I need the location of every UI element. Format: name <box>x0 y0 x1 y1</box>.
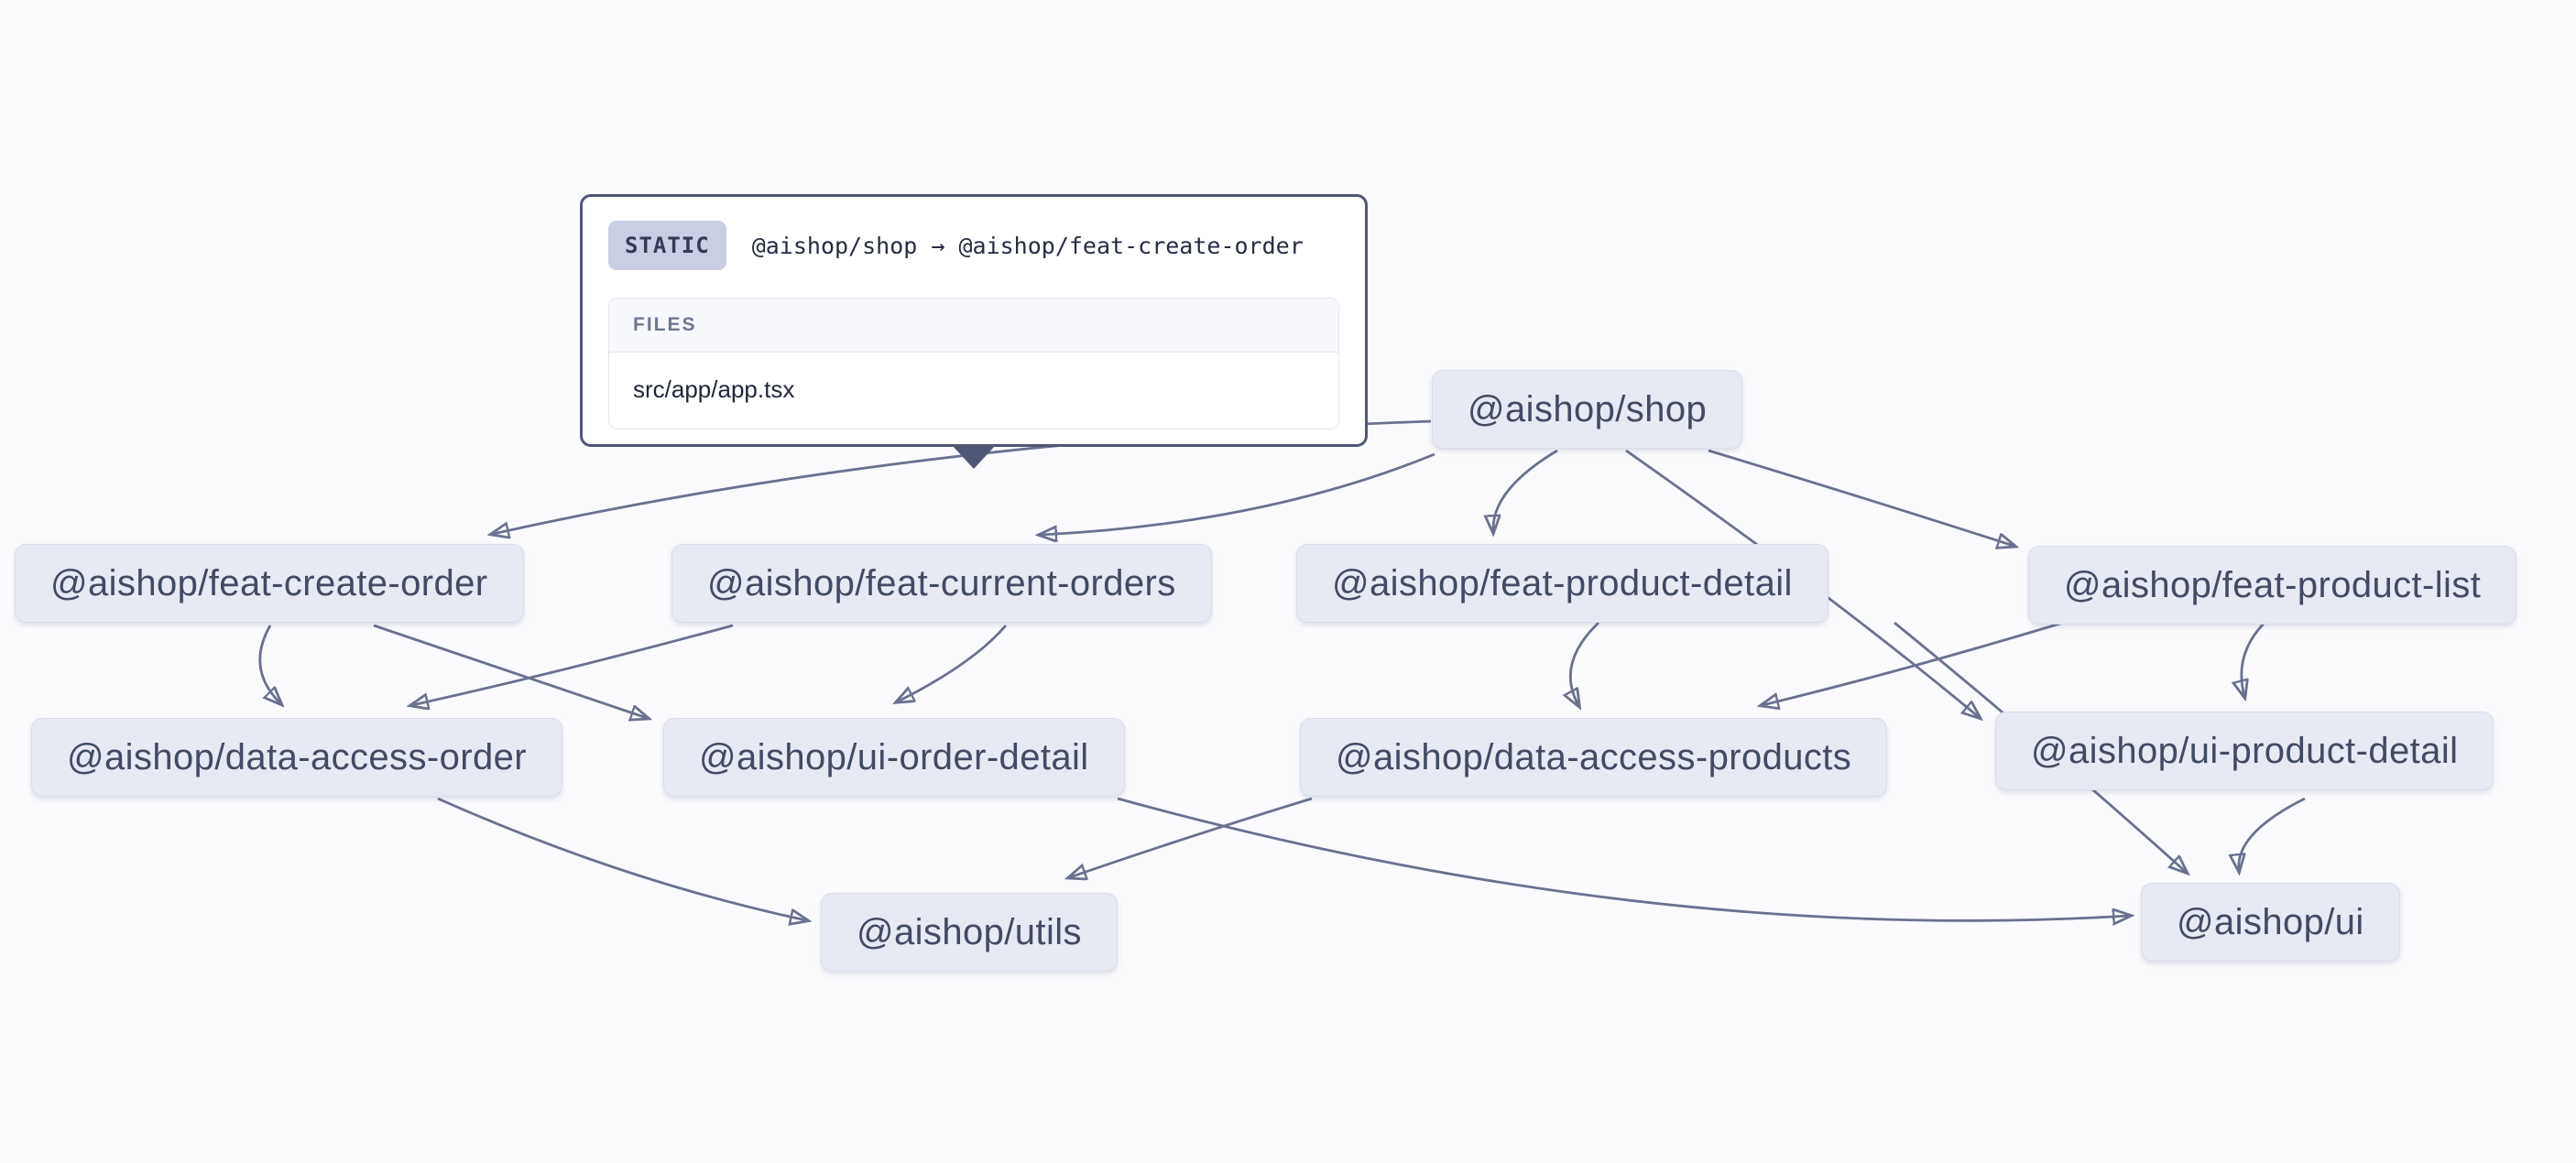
edge-data-access-products-to-utils[interactable] <box>1070 797 1313 877</box>
tooltip-pointer-icon <box>953 446 995 469</box>
files-panel-header: FILES <box>609 299 1338 353</box>
edge-feat-product-list-to-data-access-products[interactable] <box>1763 621 2064 705</box>
graph-node-feat-product-list[interactable]: @aishop/feat-product-list <box>2028 546 2517 625</box>
graph-node-ui[interactable]: @aishop/ui <box>2141 883 2400 962</box>
graph-node-ui-product-detail[interactable]: @aishop/ui-product-detail <box>1995 712 2494 790</box>
graph-node-data-access-products[interactable]: @aishop/data-access-products <box>1300 718 1888 797</box>
edge-tooltip: STATIC @aishop/shop → @aishop/feat-creat… <box>580 194 1368 447</box>
edge-shop-to-feat-current-orders[interactable] <box>1041 452 1435 535</box>
edge-feat-create-order-to-data-access-order[interactable] <box>258 625 280 703</box>
edge-feat-create-order-to-ui-order-detail[interactable] <box>373 624 647 718</box>
edge-ui-product-detail-to-ui[interactable] <box>2239 797 2306 870</box>
edge-tooltip-title: @aishop/shop → @aishop/feat-create-order <box>751 232 1304 259</box>
graph-node-feat-create-order[interactable]: @aishop/feat-create-order <box>15 544 524 623</box>
edge-feat-current-orders-to-ui-order-detail[interactable] <box>898 625 1008 701</box>
edge-feat-product-detail-to-data-access-products[interactable] <box>1570 621 1599 705</box>
edge-feat-current-orders-to-data-access-order[interactable] <box>412 624 734 705</box>
graph-node-utils[interactable]: @aishop/utils <box>821 893 1118 972</box>
edge-ui-order-detail-to-ui[interactable] <box>1117 797 2129 920</box>
graph-node-data-access-order[interactable]: @aishop/data-access-order <box>31 718 562 797</box>
edge-tooltip-header: STATIC @aishop/shop → @aishop/feat-creat… <box>608 221 1339 270</box>
edge-data-access-order-to-utils[interactable] <box>437 797 806 920</box>
edge-shop-to-feat-product-detail[interactable] <box>1493 449 1558 531</box>
edge-feat-product-list-to-ui-product-detail[interactable] <box>2242 622 2266 696</box>
edge-shop-to-feat-product-list[interactable] <box>1708 449 2014 546</box>
graph-node-shop[interactable]: @aishop/shop <box>1432 370 1743 449</box>
graph-node-feat-product-detail[interactable]: @aishop/feat-product-detail <box>1296 544 1828 623</box>
file-path-item: src/app/app.tsx <box>609 353 1338 429</box>
graph-node-feat-current-orders[interactable]: @aishop/feat-current-orders <box>671 544 1212 623</box>
files-panel: FILES src/app/app.tsx <box>608 298 1339 429</box>
edge-type-badge: STATIC <box>608 221 726 270</box>
graph-node-ui-order-detail[interactable]: @aishop/ui-order-detail <box>663 718 1125 797</box>
